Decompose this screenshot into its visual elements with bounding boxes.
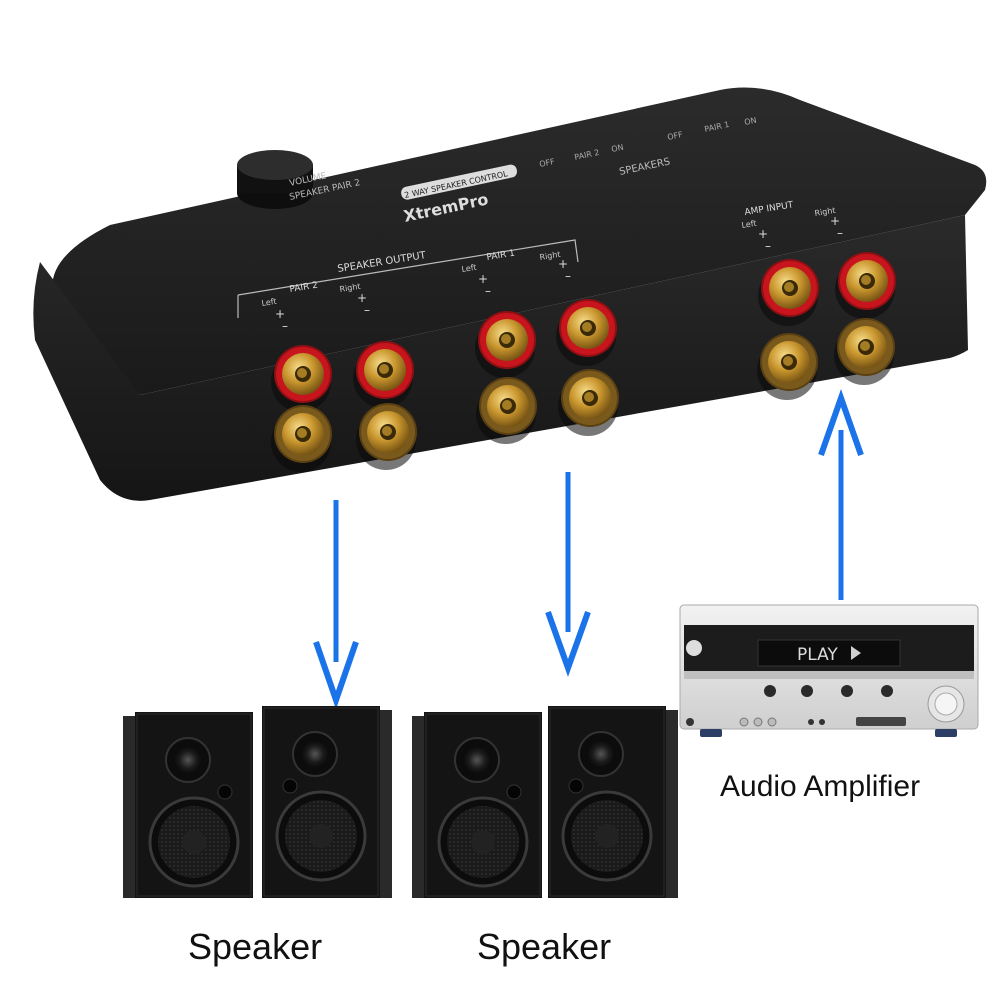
polarity-minus-4: – [565,269,571,283]
amp-display-text: PLAY [797,645,838,665]
binding-post[interactable] [475,311,536,378]
binding-post[interactable] [834,318,895,385]
speaker-caption-1: Speaker [188,926,323,967]
binding-post[interactable] [556,299,617,366]
binding-post[interactable] [758,259,819,326]
pair2-label: PAIR 2 [289,281,319,295]
polarity-plus-5: + [758,227,768,241]
speaker-selector-device: VOLUME SPEAKER PAIR 2 XtremPro 2 WAY SPE… [33,87,987,501]
arrow-down-to-speaker-1 [313,500,359,710]
audio-amplifier: PLAY [679,604,979,737]
binding-post-terminals [271,252,896,472]
amp-foot-right [935,729,957,737]
speaker-cabinet [412,712,542,898]
speaker-cabinet [262,706,392,898]
top-label-1: ON [744,116,758,127]
polarity-plus-4: + [558,257,568,271]
amp-right-label: Right [814,206,836,218]
polarity-minus-5: – [765,239,771,253]
polarity-plus-3: + [478,272,488,286]
volume-knob[interactable] [237,150,313,209]
binding-post[interactable] [757,333,818,400]
arrow-up-from-amplifier [818,388,864,600]
top-label-3: OFF [667,130,684,142]
polarity-plus-2: + [357,291,367,305]
pair1-right-label: Right [539,250,561,262]
pair1-left-label: Left [461,263,477,274]
binding-post[interactable] [271,345,332,412]
speaker-caption-2: Speaker [477,926,612,967]
polarity-plus-1: + [275,307,285,321]
pair2-right-label: Right [339,282,361,294]
speaker-cabinet [123,712,253,898]
amp-left-label: Left [741,219,757,230]
pair1-label: PAIR 1 [486,249,516,263]
polarity-minus-6: – [837,226,843,240]
signal-arrows [313,388,864,710]
polarity-minus-1: – [282,319,288,333]
binding-post[interactable] [835,252,896,319]
amp-knobs [764,685,893,697]
top-label-4: ON [611,143,625,154]
amp-foot-left [700,729,722,737]
play-icon [851,646,861,660]
binding-post[interactable] [356,403,417,470]
binding-post[interactable] [476,377,537,444]
top-label-6: OFF [539,157,556,169]
speaker-cabinets [123,706,678,898]
binding-post[interactable] [558,369,619,436]
amplifier-caption: Audio Amplifier [720,770,921,803]
arrow-down-to-speaker-2 [545,472,591,677]
pair2-left-label: Left [261,297,277,308]
binding-post[interactable] [271,405,332,472]
speaker-cabinet [548,706,678,898]
amp-small-buttons [686,717,906,727]
power-icon [686,640,702,656]
polarity-minus-3: – [485,284,491,298]
polarity-plus-6: + [830,214,840,228]
binding-post[interactable] [353,341,414,408]
polarity-minus-2: – [364,303,370,317]
